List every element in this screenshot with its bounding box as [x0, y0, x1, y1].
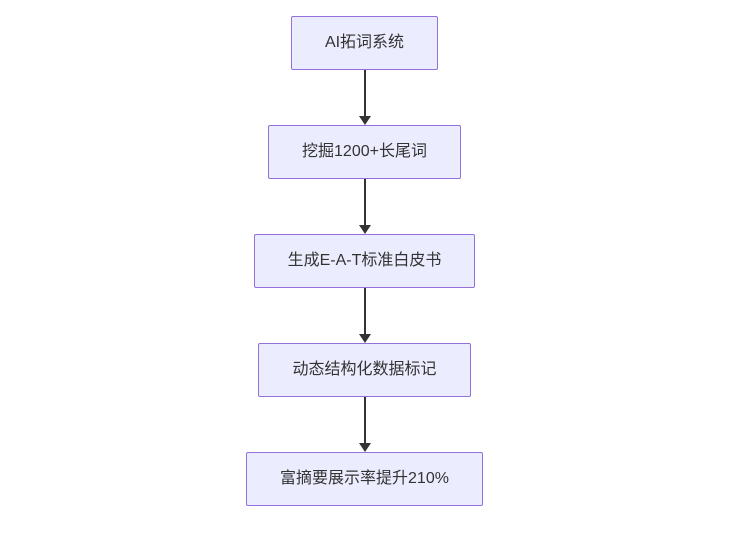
edge-line — [363, 397, 366, 443]
arrowhead-down-icon — [358, 116, 371, 125]
flow-node-label: 富摘要展示率提升210% — [280, 470, 449, 487]
edge-connector — [358, 397, 371, 452]
arrowhead-down-icon — [358, 443, 371, 452]
flow-node-rich-snippet-rate: 富摘要展示率提升210% — [246, 452, 483, 506]
flow-node-ai-system: AI拓词系统 — [290, 16, 439, 70]
flow-node-label: AI拓词系统 — [324, 34, 405, 51]
flow-node-longtail-keywords: 挖掘1200+长尾词 — [268, 125, 461, 179]
edge-connector — [358, 288, 371, 343]
edge-line — [363, 70, 366, 116]
flow-node-eat-whitepaper: 生成E-A-T标准白皮书 — [253, 234, 476, 288]
flow-node-label: 生成E-A-T标准白皮书 — [287, 252, 442, 269]
edge-connector — [358, 70, 371, 125]
flow-node-label: 动态结构化数据标记 — [292, 361, 437, 378]
edge-line — [363, 288, 366, 334]
arrowhead-down-icon — [358, 334, 371, 343]
arrowhead-down-icon — [358, 225, 371, 234]
edge-line — [363, 179, 366, 225]
flow-node-structured-data: 动态结构化数据标记 — [258, 343, 471, 397]
edge-connector — [358, 179, 371, 234]
flow-node-label: 挖掘1200+长尾词 — [302, 143, 427, 160]
